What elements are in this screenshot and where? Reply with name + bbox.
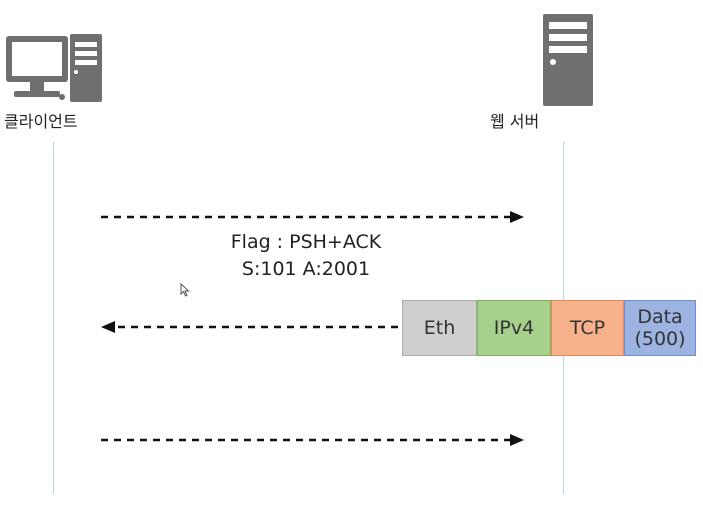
packet-data-label: Data bbox=[637, 306, 683, 328]
packet-eth-label: Eth bbox=[423, 317, 456, 339]
packet-eth: Eth bbox=[402, 300, 477, 356]
packet-data: Data (500) bbox=[624, 300, 696, 356]
packet-data-size: (500) bbox=[634, 328, 686, 350]
message-flag: Flag : PSH+ACK bbox=[230, 231, 382, 253]
arrow-server-to-client bbox=[101, 321, 398, 333]
client-computer-icon bbox=[4, 34, 104, 108]
packet-ipv4-label: IPv4 bbox=[493, 317, 535, 339]
server-label: 웹 서버 bbox=[490, 112, 540, 131]
packet-tcp: TCP bbox=[551, 300, 624, 356]
client-lifeline bbox=[53, 142, 54, 494]
client-label: 클라이언트 bbox=[4, 112, 78, 131]
packet-tcp-label: TCP bbox=[569, 317, 606, 339]
mouse-cursor-icon bbox=[180, 283, 190, 297]
message-seq-ack: S:101 A:2001 bbox=[241, 258, 371, 280]
arrow-client-to-server-2 bbox=[101, 434, 524, 446]
arrow-client-to-server-1 bbox=[101, 211, 524, 223]
server-tower-icon bbox=[543, 14, 593, 110]
packet-ipv4: IPv4 bbox=[477, 300, 551, 356]
